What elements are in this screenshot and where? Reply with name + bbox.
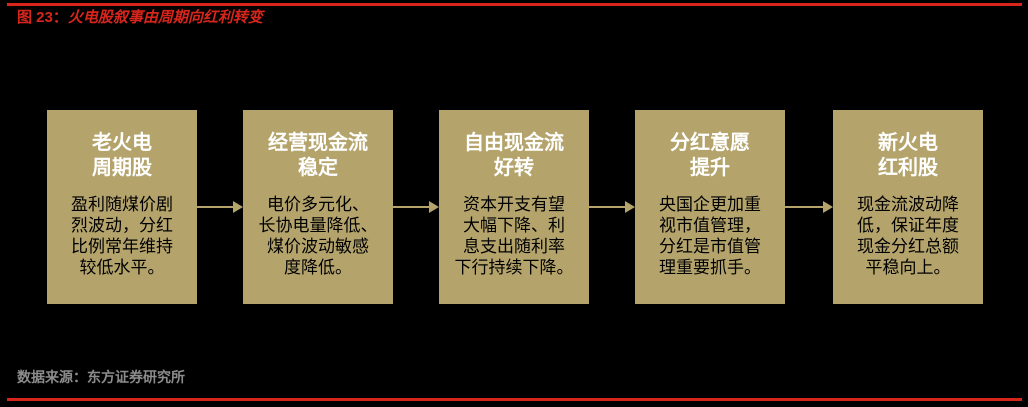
arrow-right-icon xyxy=(589,200,635,213)
arrow-right-icon xyxy=(393,200,439,213)
flow-box-body: 电价多元化、 长协电量降低、 煤价波动敏感 度降低。 xyxy=(258,195,378,277)
arrow-line xyxy=(589,205,625,208)
flow-box-title: 分红意愿 提升 xyxy=(670,132,750,179)
arrow-right-icon xyxy=(785,200,833,213)
top-rule xyxy=(7,3,1022,6)
flow-box-free-cashflow-improving: 自由现金流 好转 资本开支有望 大幅下降、利 息支出随利率 下行持续下降。 xyxy=(439,110,589,304)
data-source-value: 东方证券研究所 xyxy=(87,369,185,385)
arrow-head-icon xyxy=(823,200,833,213)
flow-box-title: 新火电 红利股 xyxy=(878,132,938,179)
arrow-line xyxy=(393,205,429,208)
figure-label: 图 23： xyxy=(17,9,68,26)
flow-box-body: 央国企更加重 视市值管理， 分红是市值管 理重要抓手。 xyxy=(659,195,761,277)
flow-box-dividend-willingness-up: 分红意愿 提升 央国企更加重 视市值管理， 分红是市值管 理重要抓手。 xyxy=(635,110,785,304)
bottom-rule xyxy=(7,398,1022,401)
flow-box-body: 盈利随煤价剧 烈波动，分红 比例常年维持 较低水平。 xyxy=(71,195,173,277)
flow-box-old-thermal-cyclical: 老火电 周期股 盈利随煤价剧 烈波动，分红 比例常年维持 较低水平。 xyxy=(47,110,197,304)
flow-box-title: 自由现金流 好转 xyxy=(464,132,564,179)
data-source-line: 数据来源：东方证券研究所 xyxy=(17,368,185,386)
data-source-label: 数据来源： xyxy=(17,369,87,385)
arrow-head-icon xyxy=(429,200,439,213)
flow-box-title: 老火电 周期股 xyxy=(92,132,152,179)
flow-box-operating-cashflow-stable: 经营现金流 稳定 电价多元化、 长协电量降低、 煤价波动敏感 度降低。 xyxy=(243,110,393,304)
arrow-head-icon xyxy=(625,200,635,213)
arrow-line xyxy=(197,205,233,208)
arrow-head-icon xyxy=(233,200,243,213)
flow-box-new-thermal-dividend: 新火电 红利股 现金流波动降 低，保证年度 现金分红总额 平稳向上。 xyxy=(833,110,983,304)
flow-box-title: 经营现金流 稳定 xyxy=(268,132,368,179)
flow-box-body: 现金流波动降 低，保证年度 现金分红总额 平稳向上。 xyxy=(857,195,959,277)
figure-title-text: 火电股叙事由周期向红利转变 xyxy=(67,9,263,26)
figure-title: 图 23：火电股叙事由周期向红利转变 xyxy=(17,8,263,27)
arrow-right-icon xyxy=(197,200,243,213)
arrow-line xyxy=(785,205,823,208)
flow-box-body: 资本开支有望 大幅下降、利 息支出随利率 下行持续下降。 xyxy=(454,195,574,277)
